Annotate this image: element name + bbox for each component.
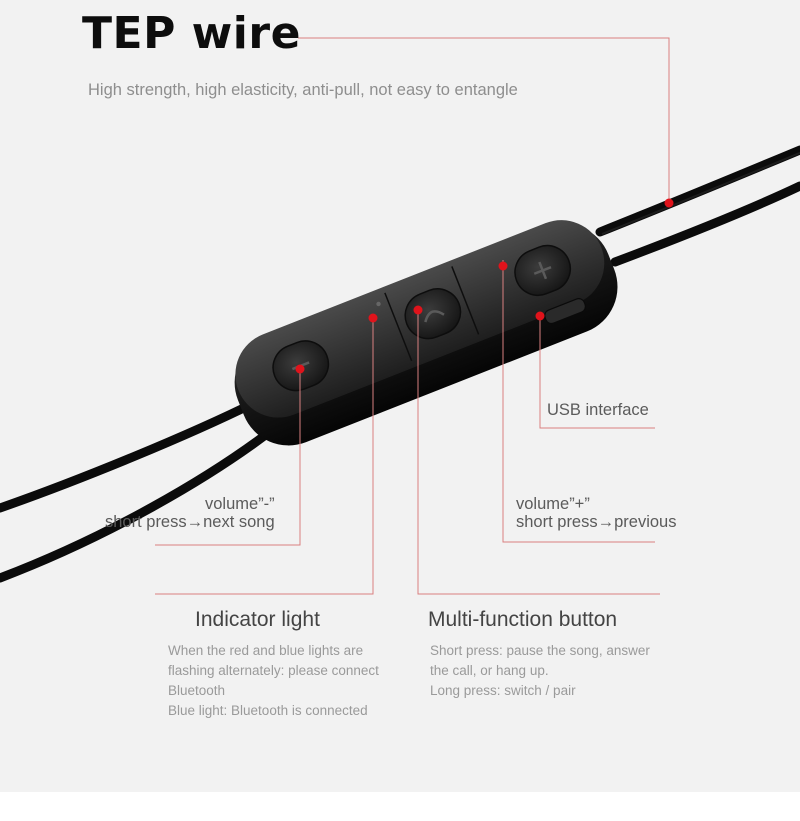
indicator-light-description: When the red and blue lights are flashin…	[168, 641, 379, 721]
volume-plus-title: volume”+”	[516, 495, 590, 513]
volume-minus-title: volume”-”	[205, 495, 275, 513]
remote-control	[234, 220, 618, 446]
volume-plus-button	[514, 244, 572, 297]
indicator-line: When the red and blue lights are	[168, 643, 364, 658]
bottom-band	[0, 792, 800, 821]
multi-function-line: Long press: switch / pair	[430, 683, 576, 698]
multi-function-button	[404, 288, 462, 340]
multi-function-line: the call, or hang up.	[430, 663, 549, 678]
usb-port	[544, 298, 587, 325]
leader-lines	[155, 37, 670, 595]
multi-function-line: Short press: pause the song, answer	[430, 643, 650, 658]
callout-dots	[295, 198, 674, 374]
cable	[0, 145, 800, 583]
indicator-line: flashing alternately: please connect	[168, 663, 379, 678]
page-title: TEP wire	[82, 8, 301, 59]
usb-interface-label: USB interface	[547, 401, 649, 419]
multi-function-description: Short press: pause the song, answer the …	[430, 641, 650, 701]
volume-minus-description: short press→next song	[105, 513, 275, 531]
volume-plus-description: short press→previous	[516, 513, 677, 531]
indicator-led	[376, 301, 381, 307]
multi-function-heading: Multi-function button	[428, 608, 618, 631]
page-subtitle: High strength, high elasticity, anti-pul…	[88, 81, 518, 99]
indicator-line: Bluetooth	[168, 683, 226, 698]
indicator-line: Blue light: Bluetooth is connected	[168, 703, 368, 718]
indicator-light-heading: Indicator light	[195, 608, 320, 631]
